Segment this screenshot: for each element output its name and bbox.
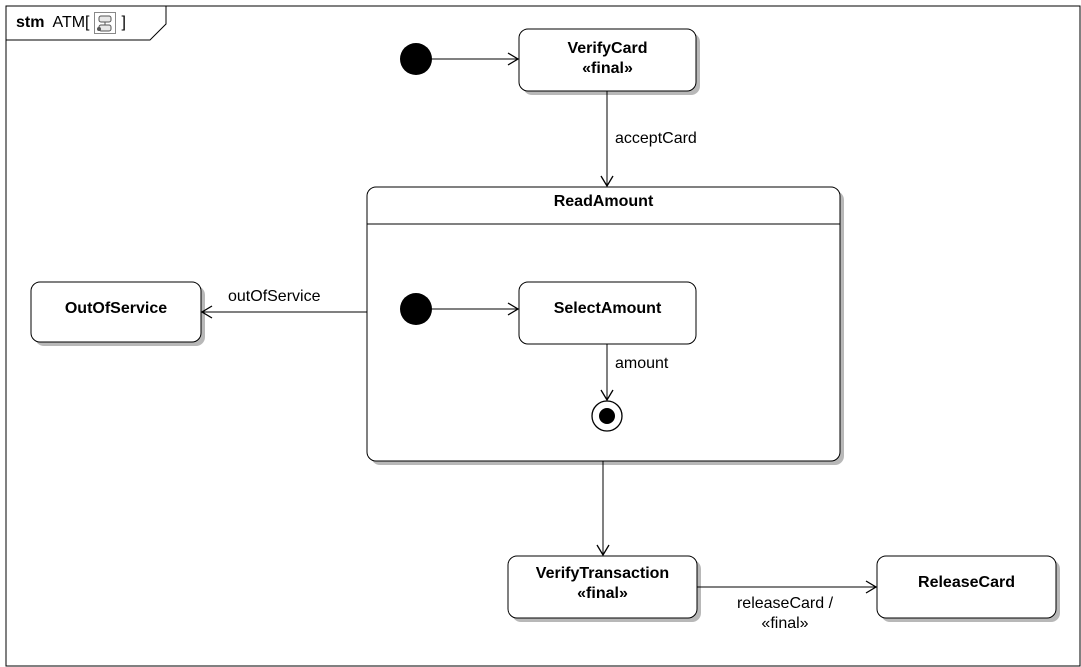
read-amount-name: ReadAmount	[553, 193, 654, 210]
frame-label: stm ATM [ ]	[6, 6, 126, 40]
verify-card-stereotype: «final»	[582, 60, 633, 77]
out-of-service-name: OutOfService	[64, 300, 168, 317]
out-of-service-trigger: outOfService	[228, 288, 321, 305]
frame-name: ATM	[52, 14, 86, 31]
release-card-name: ReleaseCard	[918, 574, 1015, 591]
frame-name-tab	[6, 6, 167, 41]
frame-keyword: stm	[16, 14, 45, 31]
frame-bracket-open: [	[85, 14, 90, 31]
final-state-dot	[599, 408, 615, 424]
select-amount-name: SelectAmount	[553, 300, 662, 317]
initial-pseudostate-inner[interactable]	[400, 293, 432, 325]
release-card-trigger: releaseCard /	[736, 595, 834, 612]
frame-bracket-close: ]	[121, 14, 126, 31]
amount-trigger: amount	[615, 355, 669, 372]
initial-pseudostate-top[interactable]	[400, 43, 432, 75]
verify-card-name: VerifyCard	[567, 40, 648, 57]
release-card-trigger-label: releaseCard / «final»	[720, 594, 850, 634]
verify-transaction-stereotype: «final»	[577, 585, 628, 602]
state-machine-diagram-icon	[93, 12, 116, 34]
verify-transaction-label: VerifyTransaction «final»	[508, 564, 697, 604]
verify-card-label: VerifyCard «final»	[519, 39, 696, 79]
accept-card-trigger: acceptCard	[615, 130, 697, 147]
release-card-trigger-stereotype: «final»	[761, 615, 809, 632]
verify-transaction-name: VerifyTransaction	[535, 565, 670, 582]
